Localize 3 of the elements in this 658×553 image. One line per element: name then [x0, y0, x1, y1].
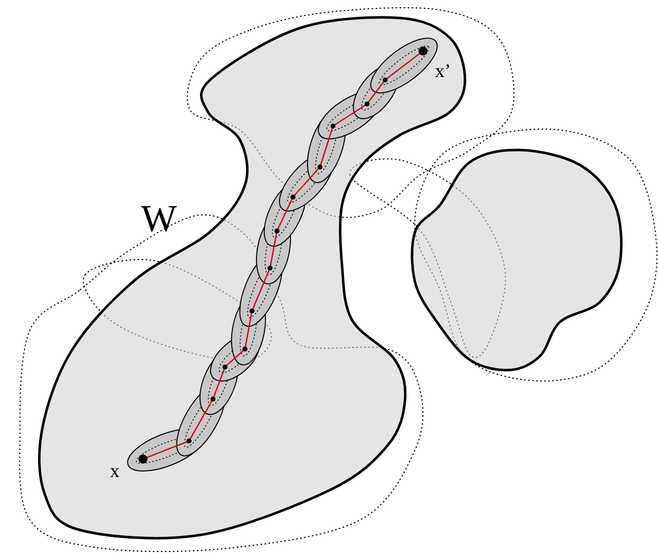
point-label: x [110, 462, 120, 481]
point-label: x’ [435, 62, 451, 81]
region-label: W [141, 200, 177, 238]
